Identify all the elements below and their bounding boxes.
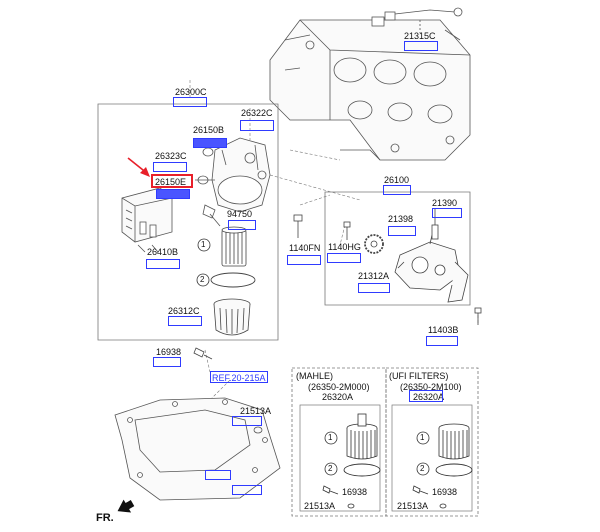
hotspot-ufi-26320a[interactable] <box>409 390 443 402</box>
hotspot-26150b[interactable] <box>193 138 227 148</box>
label-21398: 21398 <box>388 214 414 224</box>
ufi-o-ring-drawing <box>435 463 473 477</box>
bolt-1140fn-drawing <box>293 214 303 238</box>
bolt-1140hg-drawing <box>343 221 351 240</box>
label-ufi: (UFI FILTERS) <box>389 371 449 381</box>
hotspot-94750[interactable] <box>228 220 256 230</box>
kit-a-number-1: 1 <box>328 433 333 442</box>
ref-link[interactable]: REF.20-215A <box>212 373 266 383</box>
ufi-kit-inner-frame <box>391 404 473 512</box>
label-ufi-code: (26350-2M100) <box>400 382 462 392</box>
callout-circle-1 <box>197 238 211 252</box>
hotspot-11403b[interactable] <box>426 336 458 346</box>
label-21315c: 21315C <box>404 31 436 41</box>
filter-element-drawing <box>221 226 247 267</box>
kit-b-number-2: 2 <box>420 464 425 473</box>
mahle-filter-element-drawing <box>346 413 378 460</box>
hotspot-26300c[interactable] <box>173 97 207 107</box>
label-11403b: 11403B <box>428 325 459 335</box>
kit-b-small-parts <box>412 485 447 509</box>
label-26150b: 26150B <box>193 125 225 135</box>
hotspot-26323c[interactable] <box>153 162 187 172</box>
oil-pump-drawing <box>394 208 469 303</box>
oil-pan-drawing <box>114 397 281 501</box>
hotspot-26410b[interactable] <box>146 259 180 269</box>
label-26150e: 26150E <box>155 177 187 187</box>
hotspot-21398[interactable] <box>388 226 416 236</box>
label-21513a: 21513A <box>240 406 272 416</box>
front-direction-arrow-icon <box>117 499 135 513</box>
label-21312a: 21312A <box>358 271 390 281</box>
label-16938: 16938 <box>156 347 182 357</box>
label-26312c: 26312C <box>168 306 200 316</box>
filter-cap-drawing <box>213 298 251 336</box>
kit-b-number-1: 1 <box>420 433 425 442</box>
hotspot-21315c[interactable] <box>404 41 438 51</box>
red-callout-arrow-icon <box>127 157 150 177</box>
hotspot-oil-pan-a[interactable] <box>205 470 231 480</box>
label-mahle-code: (26350-2M000) <box>308 382 370 392</box>
label-26300c: 26300C <box>175 87 207 97</box>
label-26100: 26100 <box>384 175 410 185</box>
callout-number-1: 1 <box>201 240 206 249</box>
hotspot-1140fn[interactable] <box>287 255 321 265</box>
o-ring-large-drawing <box>210 272 256 288</box>
hotspot-21390[interactable] <box>432 208 462 218</box>
label-kit-a-21513a: 21513A <box>304 501 336 511</box>
ufi-filter-element-drawing <box>438 423 470 460</box>
hotspot-16938[interactable] <box>153 357 181 367</box>
label-1140fn: 1140FN <box>289 243 321 253</box>
label-94750: 94750 <box>227 209 253 219</box>
hotspot-21312a[interactable] <box>358 283 390 293</box>
hotspot-1140hg[interactable] <box>327 253 361 263</box>
bolt-11403b-drawing <box>474 307 482 325</box>
label-ufi-part: 26320A <box>413 392 445 402</box>
callout-number-2: 2 <box>200 275 205 284</box>
label-26323c: 26323C <box>155 151 187 161</box>
hotspot-oil-pan-b[interactable] <box>232 485 262 495</box>
sensor-drawing <box>371 7 463 33</box>
hotspot-26100[interactable] <box>383 185 411 195</box>
kit-a-small-parts <box>322 485 355 509</box>
hotspot-21513a[interactable] <box>232 416 262 426</box>
oil-cooler-drawing <box>121 187 173 253</box>
label-kit-b-21513a: 21513A <box>397 501 429 511</box>
hotspot-ref[interactable] <box>210 371 268 383</box>
drain-plug-drawing <box>193 347 213 360</box>
callout-circle-2 <box>196 273 210 287</box>
oil-filter-group-frame <box>97 103 279 341</box>
hotspot-26312c[interactable] <box>168 316 202 326</box>
hotspot-26322c[interactable] <box>240 120 274 131</box>
label-kit-a-16938: 16938 <box>342 487 368 497</box>
kit-a-callout-2 <box>324 462 338 476</box>
kit-b-callout-1 <box>416 431 430 445</box>
ufi-kit-frame <box>385 367 479 517</box>
oil-pump-group-frame <box>324 191 471 306</box>
hotspot-26150e-selected[interactable] <box>151 174 193 188</box>
label-26410b: 26410B <box>147 247 179 257</box>
kit-a-callout-1 <box>324 431 338 445</box>
filter-housing-drawing <box>195 137 271 213</box>
kit-b-callout-2 <box>416 462 430 476</box>
label-1140hg: 1140HG <box>328 242 361 252</box>
o-ring-drawings <box>197 147 221 227</box>
label-mahle-part: 26320A <box>322 392 354 402</box>
hotspot-26150e-fill[interactable] <box>156 189 190 199</box>
label-kit-b-16938: 16938 <box>432 487 458 497</box>
mahle-o-ring-drawing <box>343 463 381 477</box>
label-21390: 21390 <box>432 198 458 208</box>
label-mahle: (MAHLE) <box>296 371 334 381</box>
mahle-kit-inner-frame <box>299 404 381 512</box>
sprocket-drawing <box>364 234 384 254</box>
engine-block-drawing <box>269 19 471 161</box>
kit-a-number-2: 2 <box>328 464 333 473</box>
front-label: FR. <box>96 512 114 524</box>
label-26322c: 26322C <box>241 108 273 118</box>
